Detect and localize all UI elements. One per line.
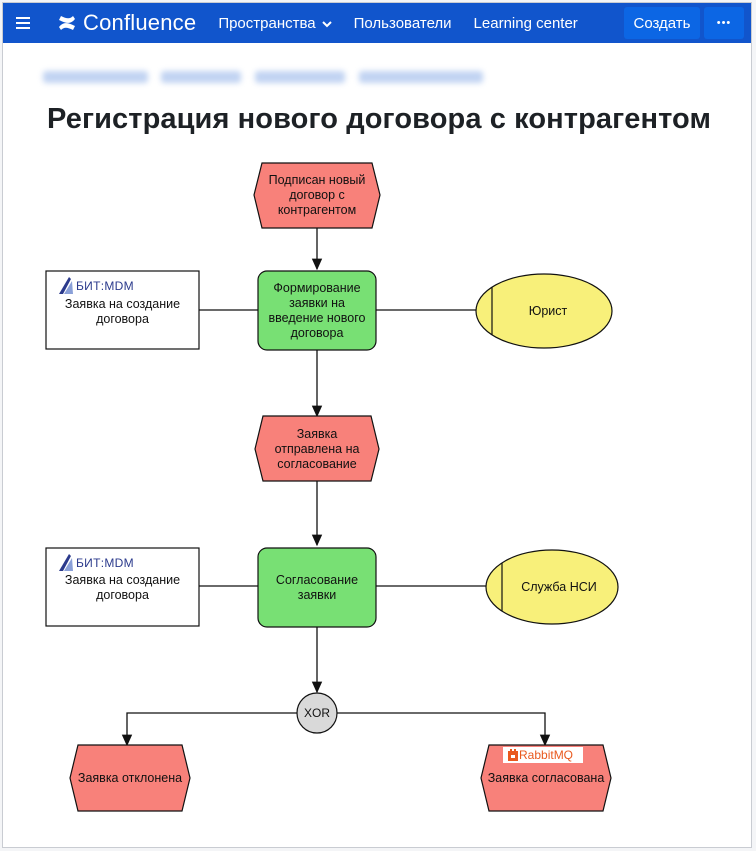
nav-spaces[interactable]: Пространства: [218, 14, 332, 32]
role-nsi-service: [485, 549, 619, 625]
document-bitmdm-2-label: Заявка на создание договора: [64, 573, 181, 602]
bitmdm-system-label: БИТ:MDM: [76, 556, 134, 570]
confluence-logo[interactable]: Confluence: [57, 10, 196, 36]
event-contract-signed-label: Подписан новый договор с контрагентом: [268, 173, 366, 217]
nav-people[interactable]: Пользователи: [354, 15, 452, 32]
event-request-rejected-label: Заявка отклонена: [77, 770, 183, 785]
function-form-request-label: Формирование заявки на введение нового д…: [268, 280, 366, 340]
create-button[interactable]: Создать: [624, 7, 700, 39]
event-request-sent: [254, 415, 380, 482]
bitmdm-logo-icon: [59, 277, 73, 294]
function-approve-request: [257, 547, 377, 628]
nav-learning-center[interactable]: Learning center: [474, 15, 578, 32]
bitmdm-logo-icon: [59, 554, 73, 571]
more-options-button[interactable]: •••: [704, 7, 744, 39]
xor-gateway-label: XOR: [303, 705, 330, 720]
event-request-approved-label: Заявка согласована: [487, 770, 605, 785]
connector-xor-to-approved: [337, 712, 551, 747]
event-request-sent-label: Заявка отправлена на согласование: [274, 426, 360, 471]
process-diagram: [45, 162, 619, 812]
nav-learning-center-label: Learning center: [473, 14, 578, 32]
connector-xor-to-rejected: [121, 712, 297, 747]
xor-gateway: [296, 692, 338, 734]
page-title: Регистрация нового договора с контрагент…: [47, 103, 712, 135]
rabbitmq-system-label: RabbitMQ: [519, 748, 574, 762]
top-navigation: Confluence Пространства Пользователи Lea…: [3, 3, 751, 43]
function-form-request: [257, 270, 377, 351]
event-contract-signed: [253, 162, 381, 229]
bitmdm-system-label: БИТ:MDM: [76, 279, 134, 293]
menu-icon[interactable]: [3, 3, 43, 43]
rabbitmq-logo-icon: [508, 749, 518, 761]
document-bitmdm-1-label: Заявка на создание договора: [64, 297, 181, 326]
more-icon: •••: [716, 17, 732, 29]
logo-text: Confluence: [83, 10, 197, 35]
role-lawyer: [475, 273, 613, 349]
event-request-rejected: [69, 744, 191, 812]
nav-people-label: Пользователи: [353, 14, 452, 32]
chevron-down-icon: [321, 15, 332, 32]
confluence-logo-icon: [59, 16, 75, 30]
function-approve-request-label: Согласование заявки: [275, 572, 359, 602]
role-nsi-service-label: Служба НСИ: [521, 579, 597, 594]
breadcrumb[interactable]: [43, 67, 483, 89]
role-lawyer-label: Юрист: [528, 303, 568, 318]
nav-spaces-label: Пространства: [218, 14, 316, 32]
